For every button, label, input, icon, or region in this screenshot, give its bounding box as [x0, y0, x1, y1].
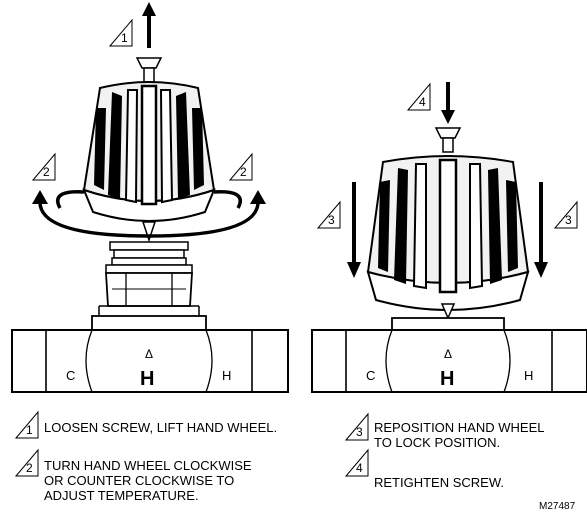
- step2-left-marker: 2: [31, 152, 56, 181]
- hand-wheel-seated: [366, 155, 530, 320]
- step3-right-marker-number: 3: [565, 213, 572, 227]
- step1-legend-number: 1: [26, 423, 33, 437]
- cold-label-right: C: [366, 368, 375, 383]
- screw-icon-right: [434, 127, 462, 153]
- instructions-left: 1 LOOSEN SCREW, LIFT HAND WHEEL. 2 TURN …: [14, 410, 277, 503]
- step3-left-marker: 3: [316, 200, 341, 229]
- step1-marker: 1: [108, 18, 133, 47]
- step2-right-marker: 2: [228, 152, 253, 181]
- left-valve-assembly: 1 2: [11, 2, 289, 393]
- step2-right-marker-number: 2: [240, 165, 247, 179]
- down-arrow-right-icon: [534, 182, 548, 278]
- step4-legend-marker: 4: [344, 448, 369, 477]
- step2-text-line2: OR COUNTER CLOCKWISE TO: [44, 473, 234, 488]
- valve-body-right: C H Δ H: [311, 317, 587, 393]
- big-h-label: H: [140, 368, 154, 390]
- step4-marker: 4: [406, 82, 431, 111]
- figure-id: M27487: [539, 501, 576, 512]
- cold-label: C: [66, 368, 75, 383]
- step1-text: LOOSEN SCREW, LIFT HAND WHEEL.: [44, 420, 277, 435]
- position-marker: Δ: [145, 347, 153, 361]
- step4-text: RETIGHTEN SCREW.: [374, 475, 504, 490]
- step1-marker-number: 1: [121, 31, 128, 45]
- step3-text-line2: TO LOCK POSITION.: [374, 435, 500, 450]
- up-arrow-icon: [142, 2, 156, 48]
- down-arrow-icon: [441, 82, 455, 124]
- step2-left-marker-number: 2: [43, 165, 50, 179]
- step2-legend-marker: 2: [14, 448, 39, 477]
- hot-label: H: [222, 368, 231, 383]
- step3-left-marker-number: 3: [328, 213, 335, 227]
- step2-legend-number: 2: [26, 461, 33, 475]
- hot-label-right: H: [524, 368, 533, 383]
- rotation-arrow-icon: [32, 190, 266, 238]
- hand-wheel-raised: [82, 81, 216, 243]
- down-arrow-left-icon: [347, 182, 361, 278]
- step2-text-line3: ADJUST TEMPERATURE.: [44, 488, 199, 503]
- step4-legend-number: 4: [356, 461, 363, 475]
- step3-text-line1: REPOSITION HAND WHEEL: [374, 420, 544, 435]
- position-marker-right: Δ: [444, 347, 452, 361]
- screw-icon: [135, 57, 163, 83]
- step3-legend-marker: 3: [344, 412, 369, 441]
- valve-stem: [91, 241, 207, 331]
- step4-marker-number: 4: [419, 95, 426, 109]
- step3-legend-number: 3: [356, 425, 363, 439]
- right-valve-assembly: 4 3: [311, 82, 587, 393]
- valve-body-left: C H Δ H: [11, 329, 289, 393]
- step1-legend-marker: 1: [14, 410, 39, 439]
- step2-text-line1: TURN HAND WHEEL CLOCKWISE: [44, 458, 252, 473]
- step3-right-marker: 3: [553, 200, 578, 229]
- instructions-right: 3 REPOSITION HAND WHEEL TO LOCK POSITION…: [344, 412, 576, 512]
- big-h-label-right: H: [440, 368, 454, 390]
